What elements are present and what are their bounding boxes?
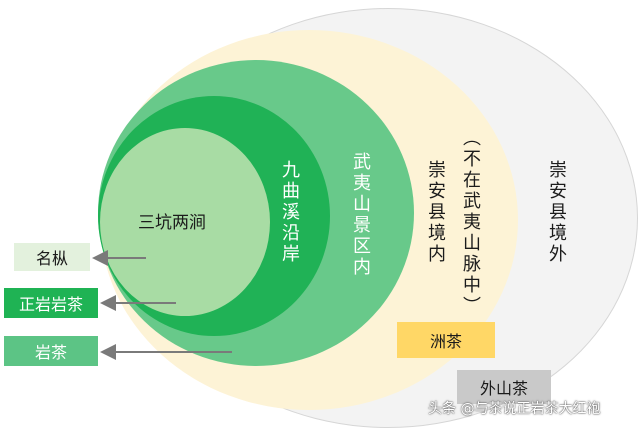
label-jiuqu: 九曲溪沿岸 (279, 160, 300, 265)
tea-box-mingcong: 名枞 (14, 243, 90, 271)
label-outside-county: 崇安县境外 (546, 160, 567, 265)
tea-box-zhengyan: 正岩岩茶 (4, 288, 98, 318)
label-sankeng: 三坑两涧 (138, 213, 206, 233)
watermark: 头条 @与茶说正岩茶大红袍 (428, 401, 601, 417)
tea-box-yancha: 岩茶 (4, 336, 98, 366)
label-not-in-mountains: （不在武夷山脉中） (460, 128, 481, 317)
label-wuyi: 武夷山景区内 (350, 152, 371, 278)
tea-box-waishancha: 外山茶 (457, 370, 551, 404)
region-sankeng-liangjian (100, 128, 270, 316)
label-within-county: 崇安县境内 (425, 160, 446, 265)
tea-box-zhoucha: 洲茶 (397, 322, 495, 358)
